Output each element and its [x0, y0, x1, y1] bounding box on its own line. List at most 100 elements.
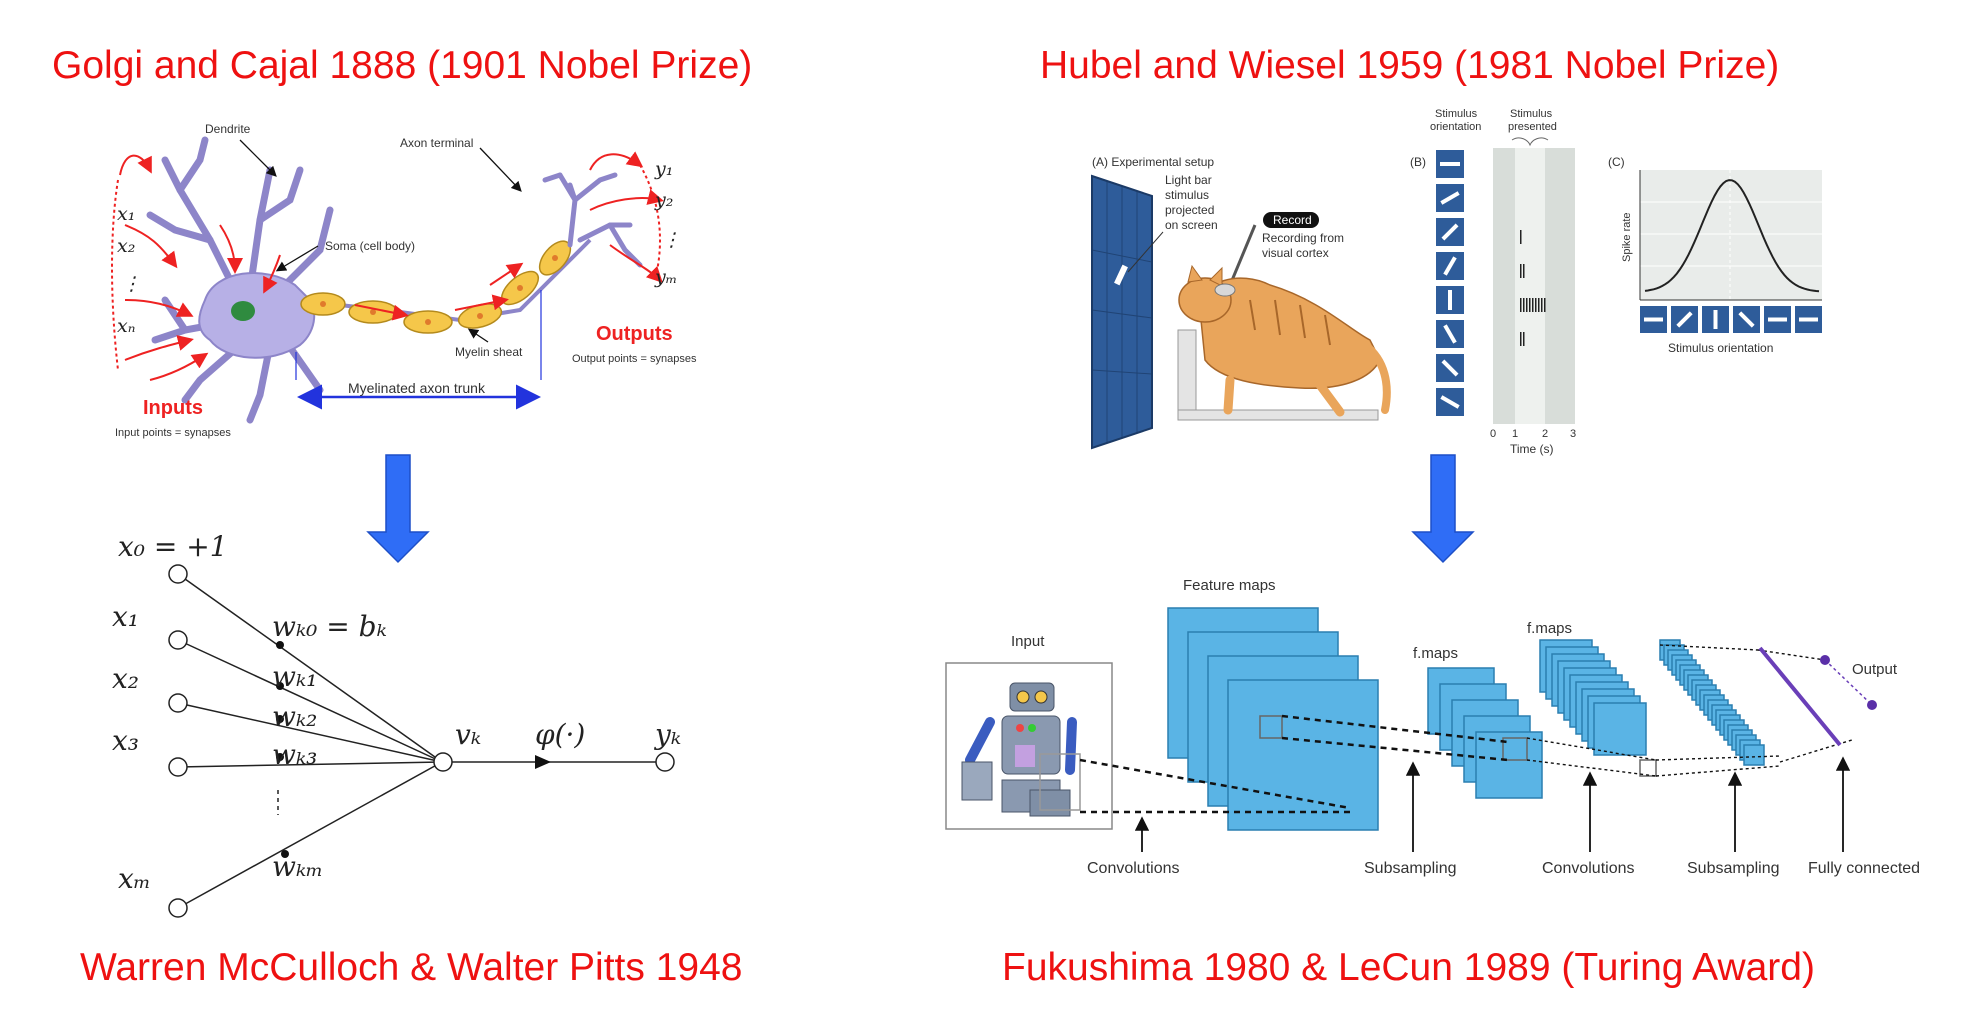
- panel-a-label: (A) Experimental setup: [1092, 155, 1214, 169]
- output-node: [655, 752, 675, 772]
- trunk-label: Myelinated axon trunk: [348, 380, 486, 396]
- feature-maps-stack: [1167, 607, 1379, 831]
- title-golgi-cajal: Golgi and Cajal 1888 (1901 Nobel Prize): [52, 44, 753, 87]
- summing-node: [433, 752, 453, 772]
- output-node-2: [1867, 700, 1877, 710]
- axon-terminal-label: Axon terminal: [400, 136, 473, 150]
- recording-line1: Recording from: [1262, 231, 1344, 245]
- neuron-ydots: ⋮: [662, 229, 681, 251]
- nucleus: [231, 301, 255, 321]
- recording-line2: visual cortex: [1262, 246, 1329, 260]
- title-mcculloch-pitts: Warren McCulloch & Walter Pitts 1948: [80, 946, 743, 989]
- time-tick-2: 2: [1542, 428, 1548, 440]
- perc-xm: xₘ: [118, 862, 151, 895]
- perc-x0: x₀ = +1: [118, 530, 228, 563]
- panel-c-label: (C): [1608, 155, 1625, 169]
- time-tick-0: 0: [1490, 428, 1496, 440]
- outputs-label: Outputs: [596, 323, 673, 345]
- perc-vk: vₖ: [455, 718, 481, 751]
- stim-orientation-axis-label: Stimulus orientation: [1668, 341, 1773, 355]
- inputs-sub-label: Input points = synapses: [115, 427, 231, 439]
- perceptron-diagram: x₀ = +1 x₁ x₂ x₃ xₘ wₖ₀ = bₖ wₖ₁ wₖ₂ wₖ₃…: [112, 530, 681, 918]
- output-node-1: [1820, 655, 1830, 665]
- perc-wk3: wₖ₃: [272, 738, 317, 771]
- stage-convolutions-1: Convolutions: [1087, 860, 1180, 877]
- stage-fully-connected: Fully connected: [1808, 860, 1920, 877]
- stage-subsampling-1: Subsampling: [1364, 860, 1457, 877]
- myelin-label: Myelin sheat: [455, 345, 523, 359]
- down-arrow-left: [366, 454, 430, 564]
- input-node: [168, 630, 188, 650]
- cnn-diagram: Input Feature maps f.maps f.maps: [945, 577, 1920, 877]
- perc-x1: x₁: [112, 600, 139, 633]
- neuron-diagram: Dendrite Axon terminal Soma (cell body) …: [111, 122, 697, 439]
- fully-connected-layer: [1758, 646, 1842, 747]
- perc-phi: φ(·): [535, 718, 585, 751]
- stim-orient-line1: Stimulus: [1435, 108, 1478, 120]
- orientation-tiles: [1436, 150, 1464, 416]
- output-label: Output: [1852, 661, 1898, 678]
- feature-map: [1593, 702, 1647, 756]
- record-badge: [1263, 212, 1319, 228]
- perc-wk1: wₖ₁: [272, 660, 317, 693]
- feature-maps-label: Feature maps: [1183, 577, 1276, 594]
- panel-b-label: (B): [1410, 155, 1426, 169]
- dendrite-label: Dendrite: [205, 122, 251, 136]
- stimulus-window: [1515, 148, 1545, 424]
- stim-presented-line1: Stimulus: [1510, 108, 1553, 120]
- time-tick-1: 1: [1512, 428, 1518, 440]
- tuning-plot-area: [1640, 170, 1822, 300]
- soma: [198, 272, 316, 359]
- light-bar-line2: stimulus: [1165, 188, 1209, 202]
- feature-map: [1743, 744, 1765, 766]
- outputs-sub-label: Output points = synapses: [572, 353, 697, 365]
- time-tick-3: 3: [1570, 428, 1576, 440]
- spike-rate-label: Spike rate: [1621, 212, 1633, 262]
- light-bar-line1: Light bar: [1165, 173, 1212, 187]
- stage-convolutions-2: Convolutions: [1542, 860, 1635, 877]
- perc-wkm: wₖₘ: [272, 850, 323, 883]
- fmaps1-label: f.maps: [1413, 645, 1458, 662]
- input-node: [168, 898, 188, 918]
- stim-presented-line2: presented: [1508, 121, 1557, 133]
- cat-illustration: [1178, 264, 1391, 417]
- feature-map: [1227, 679, 1379, 831]
- stim-orient-line2: orientation: [1430, 121, 1481, 133]
- fmaps-conv-2: [1539, 639, 1647, 756]
- perc-x2: x₂: [112, 662, 139, 695]
- fmaps-subsampled-1: [1427, 667, 1543, 799]
- neuron-x2: x₂: [117, 235, 135, 257]
- neuron-x1: x₁: [117, 203, 135, 225]
- perc-yk: yₖ: [653, 718, 681, 751]
- time-axis-label: Time (s): [1510, 442, 1554, 456]
- fmaps2-label: f.maps: [1527, 620, 1572, 637]
- feature-map: [1475, 731, 1543, 799]
- input-node: [168, 757, 188, 777]
- perc-wk2: wₖ₂: [272, 700, 317, 733]
- stage-subsampling-2: Subsampling: [1687, 860, 1780, 877]
- input-node: [168, 564, 188, 584]
- neuron-ym: yₘ: [654, 266, 677, 288]
- title-fukushima-lecun: Fukushima 1980 & LeCun 1989 (Turing Awar…: [1002, 946, 1815, 989]
- fmaps-subsampled-2: [1659, 639, 1765, 766]
- input-node: [168, 693, 188, 713]
- neuron-xn: xₙ: [117, 315, 135, 337]
- light-bar-line3: projected: [1165, 203, 1214, 217]
- cnn-input-label: Input: [1011, 633, 1045, 650]
- tuning-curve: [1644, 179, 1820, 293]
- hubel-wiesel-figure: (A) Experimental setup Light bar stimulu…: [1091, 108, 1822, 456]
- soma-label: Soma (cell body): [325, 239, 415, 253]
- down-arrow-right: [1411, 454, 1475, 564]
- perc-wk0: wₖ₀ = bₖ: [272, 610, 387, 643]
- record-label: Record: [1273, 213, 1312, 227]
- inputs-label: Inputs: [143, 397, 203, 419]
- neuron-y2: y₂: [654, 189, 673, 211]
- perc-x3: x₃: [112, 724, 139, 757]
- tuning-orientation-tiles: [1640, 306, 1822, 333]
- spike-raster: [1520, 230, 1546, 346]
- neuron-y1: y₁: [654, 158, 673, 180]
- title-hubel-wiesel: Hubel and Wiesel 1959 (1981 Nobel Prize): [1040, 44, 1780, 87]
- neuron-xdots: ⋮: [122, 273, 141, 295]
- robot-illustration: [961, 682, 1081, 817]
